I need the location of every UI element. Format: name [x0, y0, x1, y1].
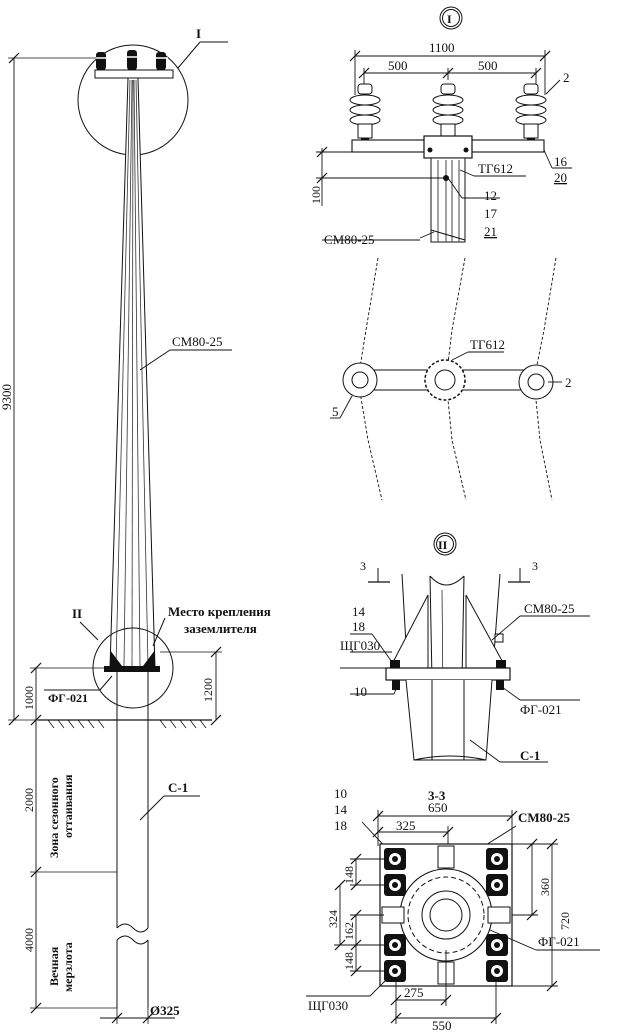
section-bolts: [384, 848, 508, 982]
plan-pos-2: 2: [565, 375, 572, 390]
diameter-label: Ø325: [150, 1003, 180, 1018]
flange-joint: [104, 650, 160, 672]
section-flange-mark: ФГ-021: [538, 934, 580, 949]
section-dim-148b: 148: [342, 952, 356, 970]
section-mark-right: 3: [532, 559, 538, 573]
detail-1-dim-total: 1100: [429, 40, 455, 55]
section-pos-18: 18: [334, 818, 347, 833]
detail-1-pos-12: 12: [484, 188, 497, 203]
zone-perm-line1: Вечная: [47, 946, 61, 986]
dim-9300: 9300: [0, 384, 14, 410]
detail-1: I 1100 500 500: [309, 6, 572, 247]
grounding-label-line2: заземлителя: [184, 621, 257, 636]
detail-2-pos-18: 18: [352, 619, 365, 634]
pole-elevation: I СМ80-25 II: [0, 26, 271, 1024]
detail-1-pos-2: 2: [563, 70, 570, 85]
plan-pos-5: 5: [332, 404, 339, 419]
callout-leader-2: [79, 621, 99, 641]
diameter-dim: [100, 1008, 175, 1024]
dim-1200: 1200: [201, 678, 215, 702]
section-pole-mark: СМ80-25: [518, 810, 570, 825]
dim-4000: 4000: [22, 928, 36, 952]
callout-label-2: II: [72, 606, 82, 621]
detail-2-upper-pole: [389, 573, 507, 701]
section-dim-162: 162: [342, 922, 356, 940]
dim-2000: 2000: [22, 788, 36, 812]
pole-shaft: [109, 77, 156, 669]
section-plate: ЩГ030: [308, 998, 348, 1013]
detail-2-lower-pile: [405, 679, 493, 761]
detail-1-pos-21: 21: [484, 224, 497, 239]
detail-2-flange-mark: ФГ-021: [520, 702, 562, 717]
plan-bracket: ТГ612: [470, 337, 505, 352]
insulator-left: [349, 83, 381, 148]
ground-marker-label: С-1: [168, 780, 188, 795]
section-pos-10: 10: [334, 786, 347, 801]
detail-2-pos-14: 14: [352, 604, 366, 619]
detail-1-pos-17: 17: [484, 206, 498, 221]
detail-1-dim-100: 100: [309, 186, 323, 204]
callout-label-1: I: [196, 26, 201, 41]
callout-leader-1: [177, 41, 201, 69]
ground-marker-leader: [139, 795, 165, 821]
foundation-pile: [116, 672, 149, 1008]
section-dim-550: 550: [432, 1018, 452, 1032]
section-3-3: 3-3 10 14 18 650 325 СМ80-25: [306, 786, 600, 1032]
section-dim-720: 720: [558, 912, 572, 930]
pole-mark-label: СМ80-25: [172, 334, 223, 349]
detail-2-plate: ЩГ030: [340, 638, 380, 653]
section-pos-14: 14: [334, 802, 348, 817]
insulator-center: [432, 83, 464, 139]
pole-mark-leader: [139, 349, 171, 371]
zone-perm-line2: мерзлота: [61, 942, 75, 992]
section-mark-left: 3: [360, 559, 366, 573]
detail-1-title: I: [447, 12, 452, 26]
detail-2-title: II: [438, 538, 448, 552]
ground-line: [38, 719, 212, 729]
detail-2-title-circle: [433, 532, 457, 556]
section-dim-275: 275: [404, 985, 424, 1000]
section-dim-324: 324: [326, 910, 340, 928]
section-dim-360: 360: [538, 878, 552, 896]
section-title: 3-3: [428, 788, 446, 803]
detail-1-pos-16: 16: [554, 154, 568, 169]
detail-1-dim-left: 500: [388, 58, 408, 73]
detail-1-crossarm: [351, 135, 545, 243]
detail-1-pole-mark: СМ80-25: [324, 232, 375, 247]
detail-1-bracket: ТГ612: [478, 161, 513, 176]
dim-1000: 1000: [22, 686, 36, 710]
plan-view: ТГ612 5 2: [330, 257, 572, 501]
detail-1-insulators: [349, 83, 547, 148]
section-dim-650: 650: [428, 800, 448, 815]
flange-leader: [99, 675, 113, 691]
detail-2: II 3 3: [340, 532, 590, 763]
top-insulators: [94, 50, 174, 79]
zone-thaw-line2: оттаивания: [61, 774, 75, 838]
detail-2-base-mark: С-1: [520, 748, 540, 763]
detail-1-title-circle: [439, 6, 463, 30]
detail-1-pos-20: 20: [554, 170, 567, 185]
insulator-right: [515, 83, 547, 148]
detail-1-dim-right: 500: [478, 58, 498, 73]
grounding-leader: [152, 617, 166, 647]
zone-thaw-line1: Зона сезонного: [47, 777, 61, 858]
detail-2-pole-mark: СМ80-25: [524, 601, 575, 616]
flange-label: ФГ-021: [48, 691, 88, 705]
grounding-label-line1: Место крепления: [168, 604, 271, 619]
dimension-chain-left: [8, 52, 222, 1014]
section-dim-148a: 148: [342, 866, 356, 884]
detail-2-pos-10: 10: [354, 684, 367, 699]
section-dim-325: 325: [396, 818, 416, 833]
detail-2-flange: [385, 667, 511, 681]
